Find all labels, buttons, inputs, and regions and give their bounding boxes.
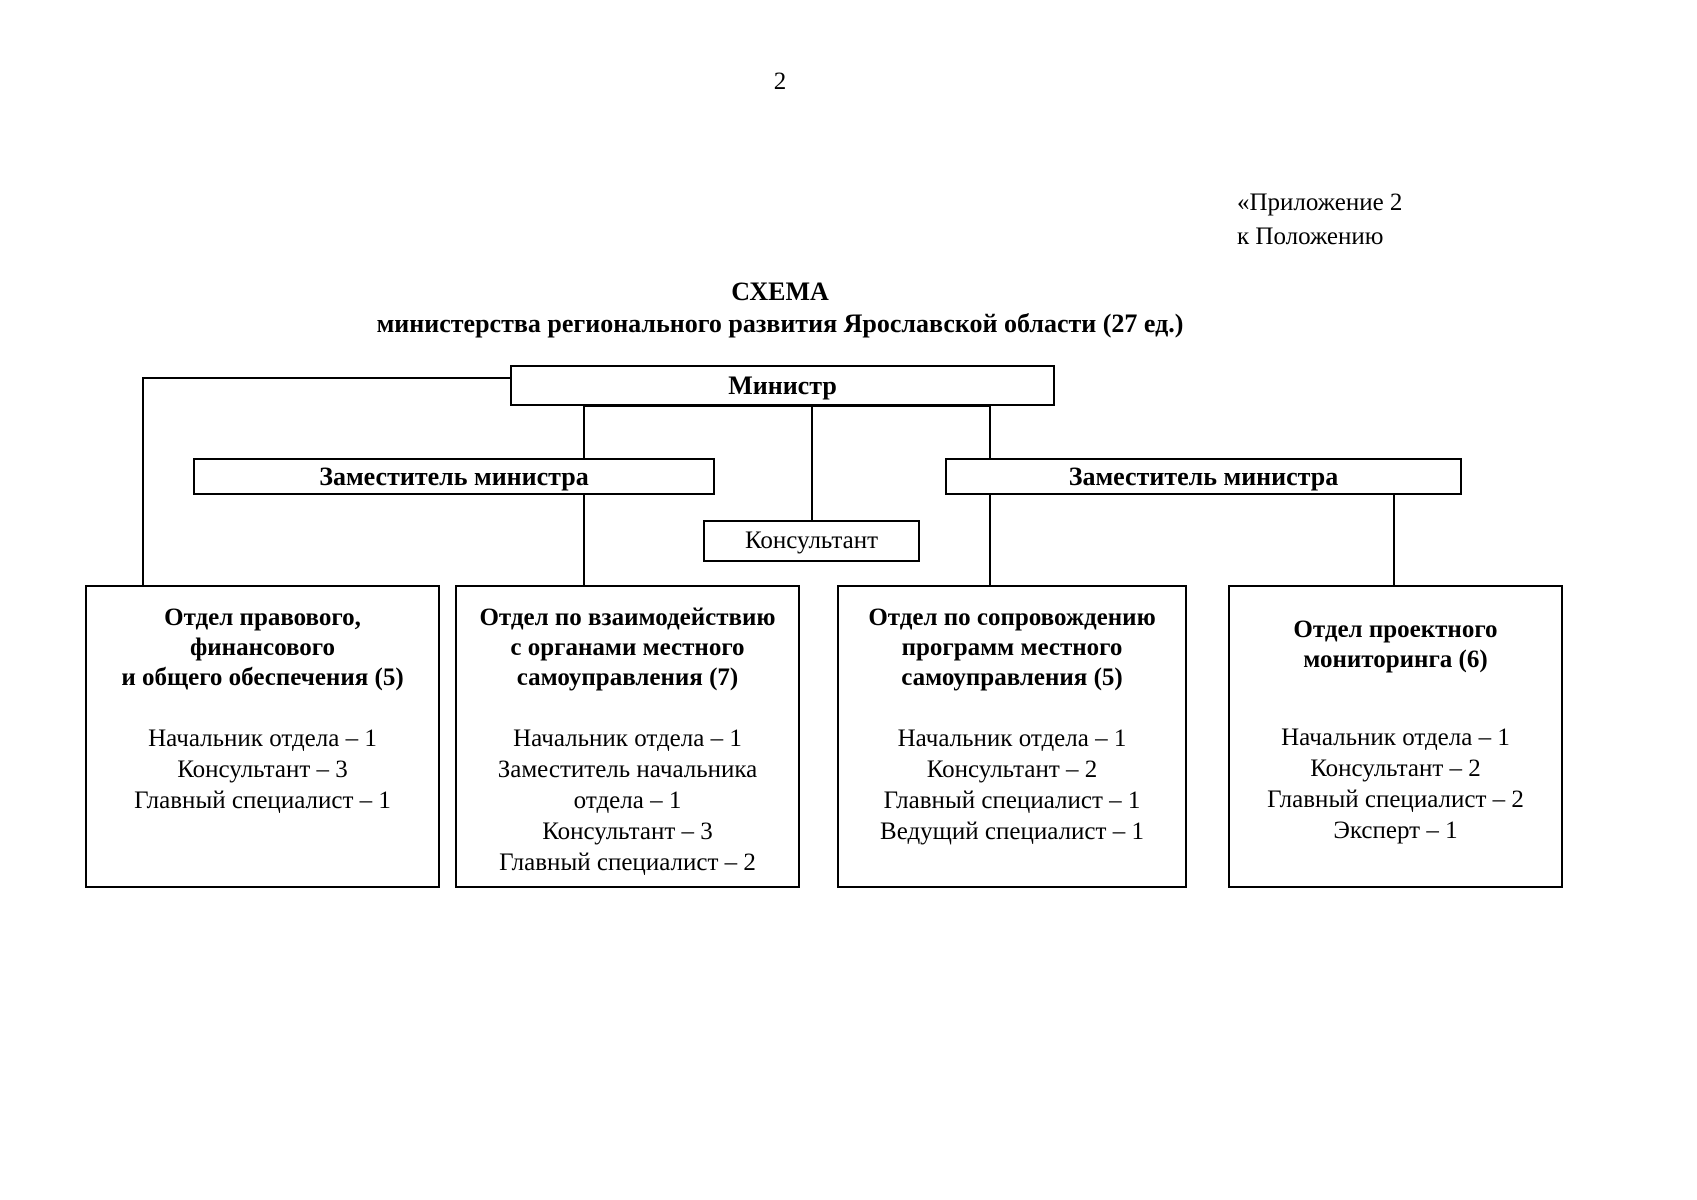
connector-deputy-right-to-dept4: [1393, 495, 1395, 587]
node-consultant-label: Консультант: [744, 527, 879, 554]
department-title-line: самоуправления (5): [901, 664, 1123, 691]
staff-line: Главный специалист – 1: [883, 787, 1141, 814]
staff-line: Главный специалист – 1: [134, 787, 391, 814]
department-title: Отдел проектного мониторинга (6): [1238, 615, 1553, 675]
department-staff-list: Начальник отдела – 1 Консультант – 2 Гла…: [847, 723, 1177, 847]
staff-line: Консультант – 2: [1310, 755, 1481, 782]
department-title: Отдел по взаимодействию с органами местн…: [465, 603, 790, 693]
staff-line: Начальник отдела – 1: [1281, 724, 1510, 751]
department-staff-list: Начальник отдела – 1 Консультант – 3 Гла…: [95, 723, 430, 816]
staff-line: Начальник отдела – 1: [513, 725, 742, 752]
department-title-line: Отдел правового,: [164, 604, 361, 631]
department-box-local-program-support[interactable]: Отдел по сопровождению программ местного…: [837, 585, 1187, 888]
department-title-line: Отдел по взаимодействию: [479, 604, 776, 631]
department-title-line: программ местного: [901, 634, 1123, 661]
staff-line: Главный специалист – 2: [499, 849, 756, 876]
connector-minister-stub: [583, 405, 585, 458]
department-title-line: самоуправления (7): [516, 664, 739, 691]
department-title: Отдел по сопровождению программ местного…: [847, 603, 1177, 693]
department-title-line: Отдел проектного: [1293, 616, 1498, 643]
connector-deputy-right-to-dept3: [989, 495, 991, 587]
department-title-line: финансового: [189, 634, 336, 661]
scheme-subtitle: министерства регионального развития Ярос…: [376, 309, 1184, 338]
department-box-project-monitoring[interactable]: Отдел проектного мониторинга (6) Начальн…: [1228, 585, 1563, 888]
connector-minister-to-left-branch: [142, 377, 512, 379]
department-title-line: с органами местного: [510, 634, 745, 661]
node-deputy-minister-right-label: Заместитель министра: [1068, 461, 1339, 491]
node-deputy-minister-left[interactable]: Заместитель министра: [193, 458, 715, 495]
node-minister[interactable]: Министр: [510, 365, 1055, 406]
staff-line: Эксперт – 1: [1333, 817, 1458, 844]
department-box-local-government-interaction[interactable]: Отдел по взаимодействию с органами местн…: [455, 585, 800, 888]
scheme-title: СХЕМА: [731, 277, 829, 306]
connector-deputy-left-to-dept2: [583, 495, 585, 587]
department-title: Отдел правового, финансового и общего об…: [95, 603, 430, 693]
connector-minister-distribution-bar: [583, 405, 989, 407]
appendix-line-1: «Приложение 2: [1237, 189, 1403, 216]
page-number: 2: [773, 68, 787, 95]
node-deputy-minister-left-label: Заместитель министра: [319, 461, 589, 491]
staff-line: Консультант – 2: [926, 756, 1098, 783]
connector-minister-consultant-stub: [811, 405, 813, 520]
node-minister-label: Министр: [728, 370, 837, 400]
department-title-line: мониторинга (6): [1303, 646, 1488, 673]
staff-line: Начальник отдела – 1: [148, 725, 377, 752]
connector-left-branch-vertical: [142, 377, 144, 587]
appendix-line-2: к Положению: [1237, 223, 1384, 250]
department-staff-list: Начальник отдела – 1 Консультант – 2 Гла…: [1238, 722, 1553, 846]
department-box-legal-financial-general[interactable]: Отдел правового, финансового и общего об…: [85, 585, 440, 888]
department-staff-list: Начальник отдела – 1 Заместитель начальн…: [465, 723, 790, 878]
staff-line: Консультант – 3: [542, 818, 713, 845]
staff-line: Консультант – 3: [177, 756, 348, 783]
department-title-line: Отдел по сопровождению: [868, 604, 1156, 631]
staff-line: Ведущий специалист – 1: [880, 818, 1144, 845]
staff-line: Главный специалист – 2: [1267, 786, 1524, 813]
connector-minister-right-stub: [989, 405, 991, 458]
staff-line: Заместитель начальника отдела – 1: [497, 756, 758, 814]
node-deputy-minister-right[interactable]: Заместитель министра: [945, 458, 1462, 495]
department-title-line: и общего обеспечения (5): [121, 664, 404, 691]
node-consultant[interactable]: Консультант: [703, 520, 920, 562]
staff-line: Начальник отдела – 1: [897, 725, 1127, 752]
appendix-note: «Приложение 2 к Положению: [1237, 186, 1657, 254]
